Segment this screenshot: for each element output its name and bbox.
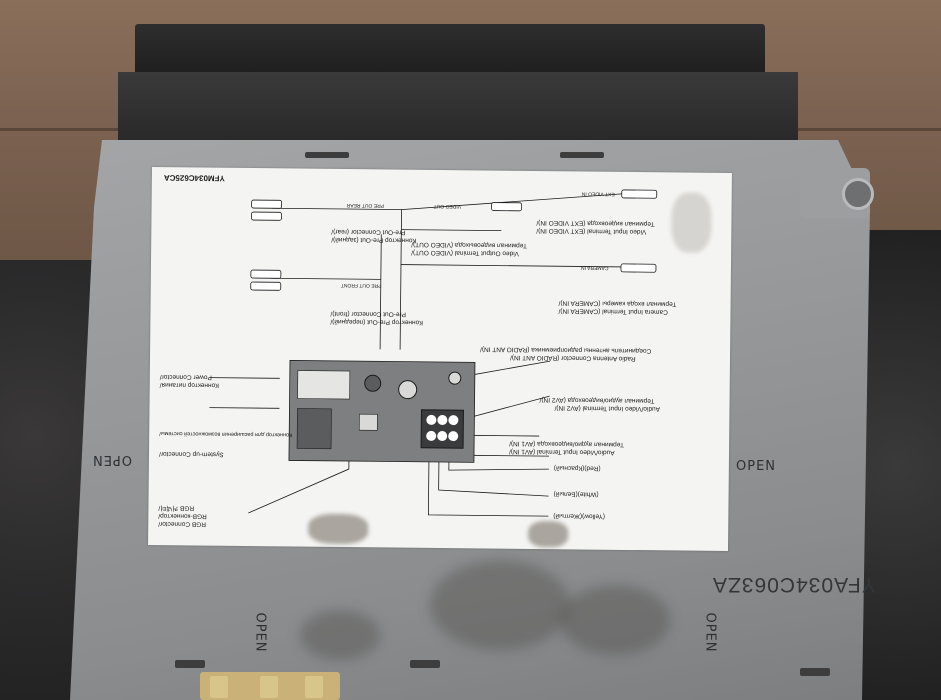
ext-video-ru-label: Терминал видеовхода (EXT VIDEO IN)/ bbox=[536, 219, 655, 228]
ext-video-label: Video Input Terminal (EXT VIDEO IN)/ bbox=[536, 227, 647, 236]
bottom-plug bbox=[210, 676, 228, 698]
av2-ru-label: Терминал аудио/видеовхода (AV2 IN)/ bbox=[539, 396, 655, 405]
dirt-smudge bbox=[560, 585, 670, 655]
camera-in-label: Camera Input Terminal (CAMERA IN)/ bbox=[558, 307, 668, 316]
open-label-left: OPEN bbox=[92, 452, 133, 467]
red-wire-label: (Red)(Красный) bbox=[553, 464, 601, 472]
rgb-connector-kr-label: RGB 커넥터/ bbox=[158, 504, 195, 512]
open-label-bottom-left: OPEN bbox=[252, 612, 268, 653]
open-label-right: OPEN bbox=[736, 459, 777, 474]
serial-number: YFA034C063ZA bbox=[712, 573, 876, 596]
sticker-stain bbox=[671, 192, 712, 253]
video-out-tag: VIDEO OUT bbox=[433, 202, 462, 210]
radio-ant-label: Radio Antenna Connector (RADIO ANT IN)/ bbox=[509, 353, 636, 363]
dirt-smudge bbox=[300, 610, 380, 660]
rgb-connector-label: RGB Connector/ bbox=[158, 520, 206, 528]
sticker-stain bbox=[308, 513, 369, 545]
pre-out-rear-ru-label: Коннектор Pre-Out (задний)/ bbox=[331, 235, 417, 244]
system-up-label: System-up Connector/ bbox=[158, 450, 224, 458]
black-front-panel bbox=[135, 24, 765, 76]
vent-slot bbox=[175, 660, 205, 668]
vent-slot bbox=[800, 668, 830, 676]
bottom-plug bbox=[260, 676, 278, 698]
ext-video-tag: EXT VIDEO IN bbox=[581, 190, 615, 197]
camera-in-tag: CAMERA IN bbox=[580, 264, 609, 271]
vent-slot bbox=[305, 152, 349, 158]
av1-label: Audio/Video Input Terminal (AV1 IN)/ bbox=[509, 447, 615, 456]
dirt-smudge bbox=[430, 560, 570, 650]
yellow-wire-label: (Yellow)(Желтый) bbox=[553, 512, 606, 520]
bracket-screw-hole bbox=[842, 178, 874, 210]
video-out-label: Video Output Terminal (VIDEO OUT)/ bbox=[411, 248, 519, 257]
pre-out-front-ru-label: Коннектор Pre-Out (передний)/ bbox=[330, 317, 424, 326]
video-out-ru-label: Терминал видеовыхода (VIDEO OUT)/ bbox=[411, 240, 527, 249]
vent-slot bbox=[560, 152, 604, 158]
vent-slot bbox=[410, 660, 440, 668]
model-code-label: YFM034C625CA bbox=[163, 173, 225, 183]
system-up-ru-label: Коннектор для расширения возможностей си… bbox=[159, 430, 293, 438]
open-label-bottom-right: OPEN bbox=[702, 612, 718, 653]
av1-ru-label: Терминал аудио/видеовхода (AV1 IN)/ bbox=[509, 439, 624, 448]
connector-diagram-sticker: YFM034C625CA Pre-Out Connector (rear)/ К… bbox=[148, 166, 732, 552]
pre-out-front-tag: PRE OUT FRONT bbox=[340, 281, 382, 289]
power-connector-ru-label: Коннектор питания/ bbox=[159, 381, 220, 389]
bottom-plug bbox=[305, 676, 323, 698]
wiring-diagram bbox=[209, 189, 658, 517]
white-wire-label: (White)(Белый) bbox=[553, 490, 599, 498]
bottom-connector-block bbox=[200, 672, 340, 700]
rgb-connector-ru-label: RGB-коннектор/ bbox=[158, 512, 207, 520]
av2-label: Audio/Video Input Terminal (AV2 IN)/ bbox=[554, 404, 661, 413]
camera-in-ru-label: Терминал входа камеры (CAMERA IN)/ bbox=[558, 299, 677, 308]
sticker-stain bbox=[528, 520, 569, 548]
black-rear-band bbox=[118, 72, 798, 152]
pre-out-rear-tag: PRE OUT REAR bbox=[346, 202, 385, 209]
